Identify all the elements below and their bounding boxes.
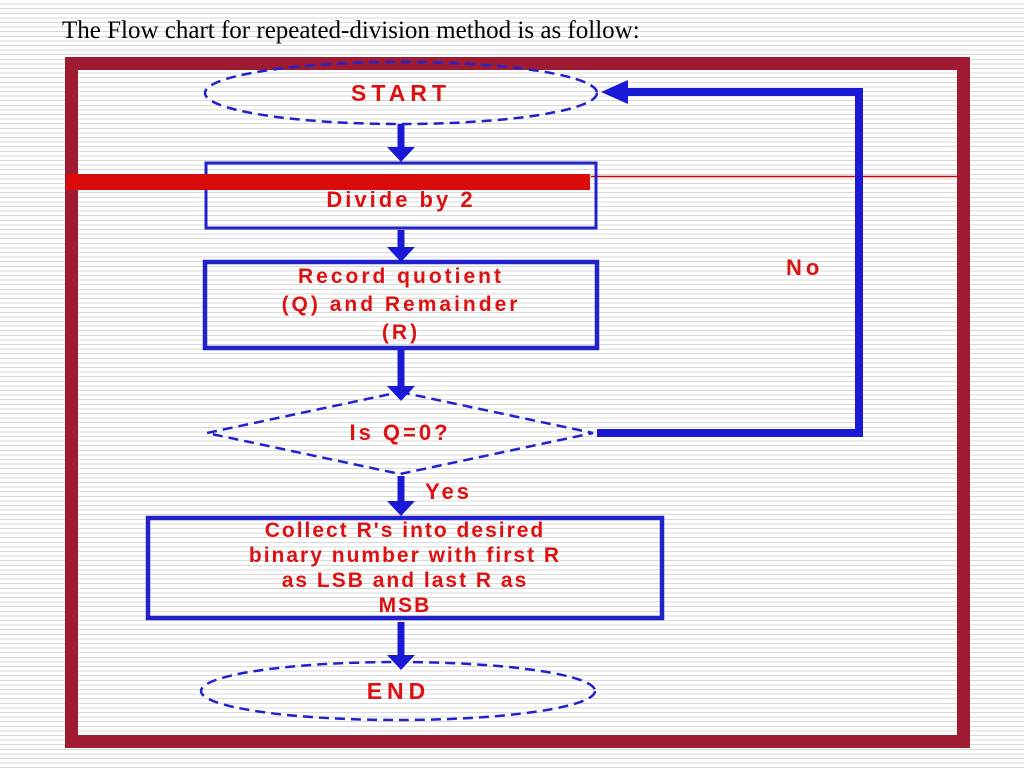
start-terminator-label: START [351,79,451,106]
collect-process-label: Collect R's into desired binary number w… [248,519,562,617]
no-loop-arrowhead-icon [601,80,628,104]
decision-diamond-shape [206,390,594,476]
divide-process-box [204,161,598,230]
arrow-collect-to-end [387,622,415,670]
arrow-decision-to-collect [387,476,415,516]
arrow-divide-to-record [387,230,415,262]
divide-process-label: Divide by 2 [326,186,476,212]
yes-edge-label: Yes [425,479,472,504]
end-terminator-label: END [366,677,431,704]
record-process-label: Record quotient (Q) and Remainder (R) [281,265,521,344]
no-loop-connector [597,88,863,437]
arrow-record-to-decision [387,350,415,401]
arrow-start-to-divide [387,124,415,162]
decision-diamond-label: Is Q=0? [349,420,451,445]
collect-process-box [145,515,665,621]
start-terminator-shape [203,60,599,126]
no-edge-label: No [786,255,824,280]
decorative-red-bar [66,174,590,190]
slide-title: The Flow chart for repeated-division met… [62,17,640,44]
